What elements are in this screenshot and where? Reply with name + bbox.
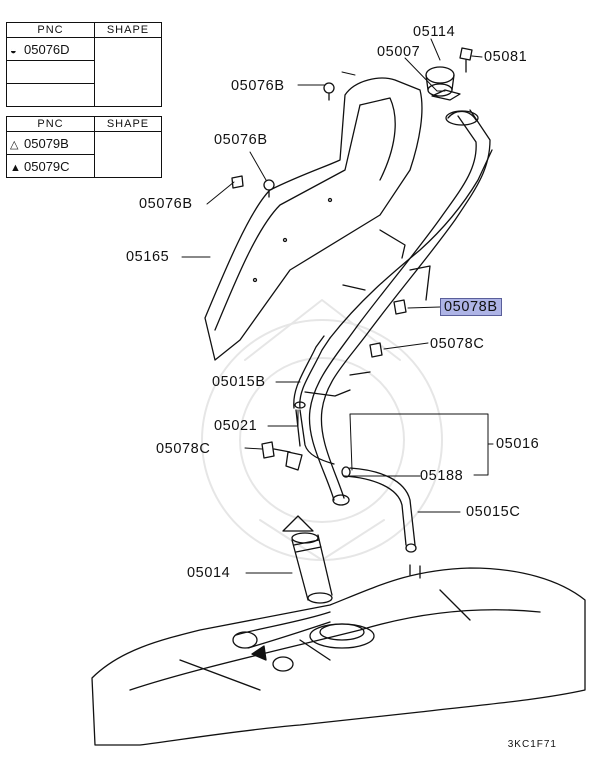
callout-05165[interactable]: 05165 — [126, 249, 170, 265]
callout-05021[interactable]: 05021 — [214, 418, 258, 434]
breather-pipe — [293, 149, 493, 465]
legend-pnc: 05079B — [24, 135, 69, 151]
legend-symbol: ◒ — [10, 44, 17, 57]
legend-table-clips: PNC SHAPE △ 05079B ▲05079C — [6, 116, 162, 178]
filler-cap — [425, 66, 461, 101]
callout-05188[interactable]: 05188 — [420, 468, 464, 484]
callout-05076b-mid[interactable]: 05076B — [214, 132, 268, 148]
callout-05014[interactable]: 05014 — [187, 565, 231, 581]
triangle-marker — [251, 645, 267, 661]
legend-row — [6, 60, 95, 84]
legend-row — [6, 83, 95, 107]
callout-05078c-right[interactable]: 05078C — [430, 336, 485, 352]
callout-05015b[interactable]: 05015B — [212, 374, 266, 390]
legend-row: ▲05079C — [6, 154, 95, 178]
callout-05114[interactable]: 05114 — [413, 24, 456, 40]
bolts-clips — [231, 47, 473, 471]
legend-pnc: 05076D — [24, 41, 70, 57]
callout-05007[interactable]: 05007 — [377, 44, 421, 60]
filler-pipe — [308, 109, 491, 506]
legend-shape-cell — [94, 37, 162, 107]
filler-hose — [282, 515, 333, 604]
legend-shape-cell — [94, 131, 162, 178]
breather-hose — [341, 466, 417, 553]
legend-symbol: △ — [10, 138, 19, 151]
watermark — [201, 299, 443, 561]
fuel-tank — [91, 564, 586, 746]
legend-symbol: ▲ — [10, 161, 21, 174]
legend-header-pnc: PNC — [6, 22, 95, 38]
brackets — [304, 229, 431, 397]
filler-neck-shield — [204, 77, 423, 361]
diagram-code: 3KC1F71 — [507, 739, 557, 750]
legend-header-shape: SHAPE — [94, 22, 162, 38]
legend-header-pnc: PNC — [6, 116, 95, 132]
legend-header-shape: SHAPE — [94, 116, 162, 132]
legend-row: ◒ 05076D — [6, 37, 95, 61]
callout-05078b[interactable]: 05078B — [440, 298, 502, 316]
callout-05081[interactable]: 05081 — [484, 49, 528, 65]
legend-pnc: 05079C — [24, 158, 70, 174]
legend-row: △ 05079B — [6, 131, 95, 155]
callout-05078c-left[interactable]: 05078C — [156, 441, 211, 457]
callout-05016[interactable]: 05016 — [496, 436, 540, 452]
legend-table-clamp: PNC SHAPE ◒ 05076D — [6, 22, 162, 107]
callout-05015c[interactable]: 05015C — [466, 504, 521, 520]
callout-05076b-top[interactable]: 05076B — [231, 78, 285, 94]
leader-lines — [181, 38, 494, 574]
callout-05076b-left[interactable]: 05076B — [139, 196, 193, 212]
